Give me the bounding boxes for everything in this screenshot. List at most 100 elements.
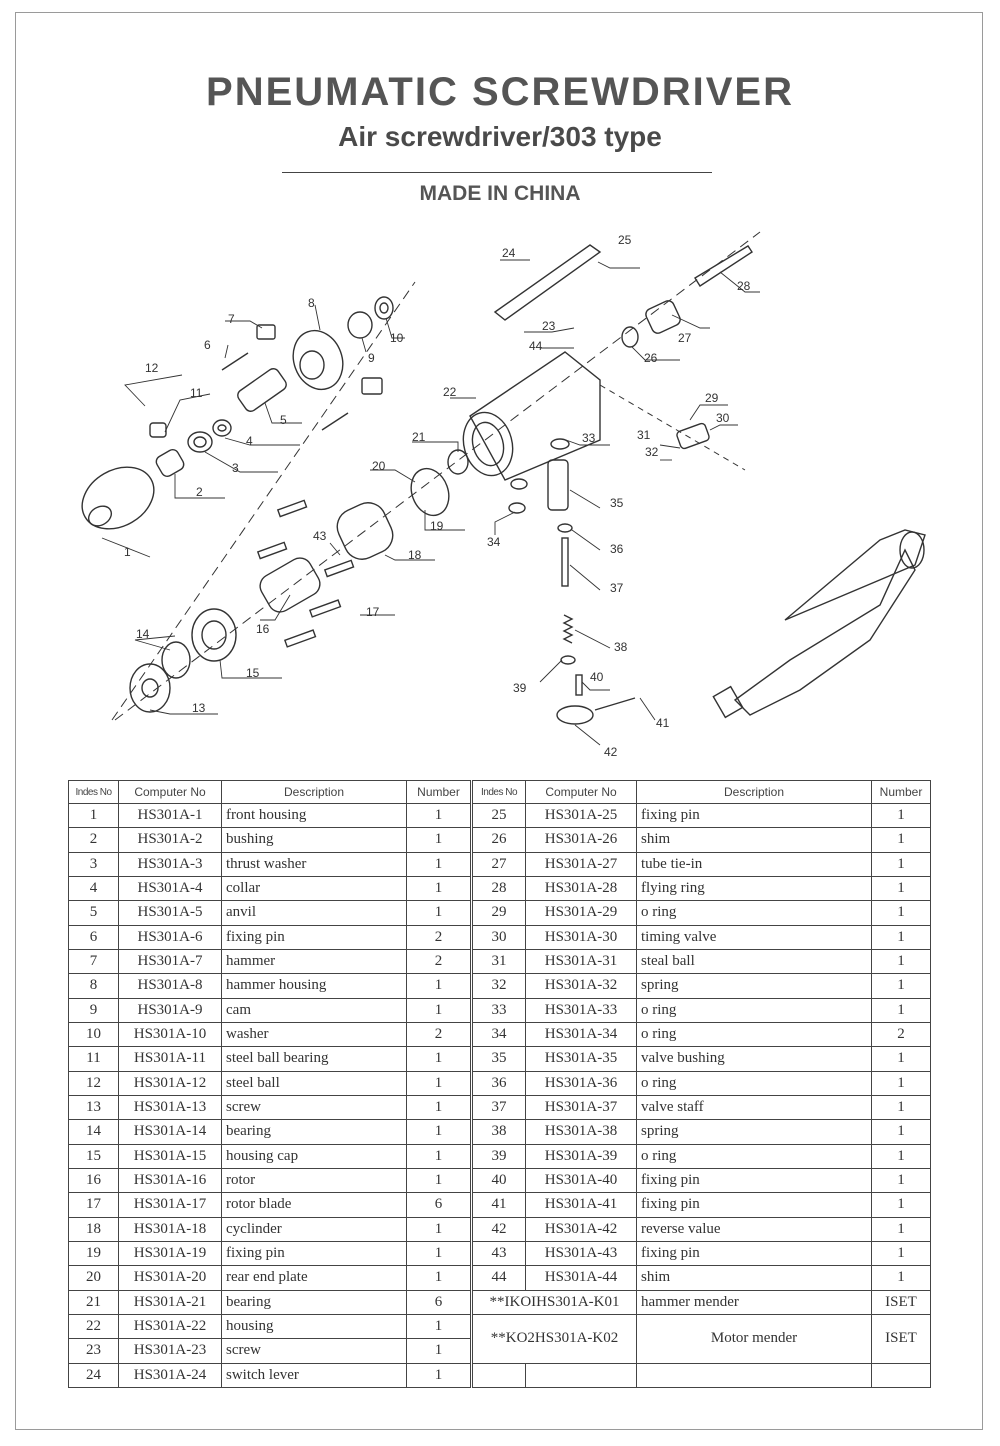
part-quantity: 1 bbox=[406, 1167, 473, 1194]
part-description: rotor blade bbox=[221, 1192, 407, 1218]
callout-26: 26 bbox=[644, 351, 658, 365]
empty-cell bbox=[871, 1362, 931, 1389]
part-code: HS301A-8 bbox=[118, 973, 222, 999]
part-quantity: 1 bbox=[871, 997, 931, 1023]
part-index: 23 bbox=[68, 1338, 119, 1364]
header-description-right: Description bbox=[636, 780, 872, 804]
part-index: 5 bbox=[68, 900, 119, 926]
part-index: 8 bbox=[68, 973, 119, 999]
part-description: fixing pin bbox=[636, 1192, 872, 1218]
part-index: 33 bbox=[471, 997, 526, 1023]
part-description: rear end plate bbox=[221, 1265, 407, 1291]
callout-7: 7 bbox=[228, 312, 235, 326]
part-index: 19 bbox=[68, 1240, 119, 1267]
part-description: shim bbox=[636, 827, 872, 853]
callout-23: 23 bbox=[542, 319, 556, 333]
part-description: housing cap bbox=[221, 1143, 407, 1169]
part-code: HS301A-6 bbox=[118, 924, 222, 950]
part-description: cyclinder bbox=[221, 1216, 407, 1242]
part-index: 9 bbox=[68, 997, 119, 1023]
callout-36: 36 bbox=[610, 542, 624, 556]
part-quantity: 1 bbox=[871, 875, 931, 902]
page-title: PNEUMATIC SCREWDRIVER bbox=[206, 70, 794, 114]
callout-18: 18 bbox=[408, 548, 422, 562]
part-code: HS301A-18 bbox=[118, 1216, 222, 1242]
part-description: front housing bbox=[221, 802, 407, 829]
part-code: HS301A-36 bbox=[525, 1070, 637, 1096]
callout-28: 28 bbox=[737, 279, 751, 293]
callout-5: 5 bbox=[280, 413, 287, 427]
part-index: 39 bbox=[471, 1143, 526, 1169]
part-quantity: 2 bbox=[406, 1021, 473, 1048]
part-description: collar bbox=[221, 875, 407, 902]
part-description: bushing bbox=[221, 827, 407, 853]
part-code: HS301A-30 bbox=[525, 924, 637, 950]
part-quantity: 1 bbox=[406, 875, 473, 902]
part-code: HS301A-41 bbox=[525, 1192, 637, 1218]
diagram-callout-labels: 1 2 3 4 5 6 7 8 9 10 11 12 13 14 15 16 1… bbox=[124, 233, 751, 759]
exploded-view-diagram: 1 2 3 4 5 6 7 8 9 10 11 12 13 14 15 16 1… bbox=[81, 231, 926, 759]
part-description: fixing pin bbox=[636, 1167, 872, 1194]
header-quantity-right: Number bbox=[871, 780, 931, 804]
kit-description: hammer mender bbox=[636, 1289, 872, 1315]
part-code: HS301A-34 bbox=[525, 1021, 637, 1048]
part-description: o ring bbox=[636, 900, 872, 926]
part-code: HS301A-26 bbox=[525, 827, 637, 853]
callout-35: 35 bbox=[610, 496, 624, 510]
part-code: HS301A-22 bbox=[118, 1313, 222, 1340]
part-index: 11 bbox=[68, 1046, 119, 1072]
part-description: steel ball bearing bbox=[221, 1046, 407, 1072]
part-quantity: 1 bbox=[406, 1313, 473, 1340]
part-description: fixing pin bbox=[636, 1240, 872, 1267]
part-quantity: 1 bbox=[871, 1046, 931, 1072]
part-code: HS301A-38 bbox=[525, 1119, 637, 1145]
part-index: 1 bbox=[68, 802, 119, 829]
header-quantity-left: Number bbox=[406, 780, 473, 804]
part-quantity: 1 bbox=[406, 1265, 473, 1291]
part-code: HS301A-28 bbox=[525, 875, 637, 902]
part-quantity: 1 bbox=[406, 1240, 473, 1267]
part-description: anvil bbox=[221, 900, 407, 926]
part-quantity: 1 bbox=[406, 1094, 473, 1121]
header-index-right: Indes No bbox=[471, 780, 526, 804]
header-index-left: Indes No bbox=[68, 780, 119, 804]
header-code-left: Computer No bbox=[118, 780, 222, 804]
part-description: o ring bbox=[636, 1021, 872, 1048]
part-index: 6 bbox=[68, 924, 119, 950]
part-description: fixing pin bbox=[221, 1240, 407, 1267]
part-quantity: 6 bbox=[406, 1192, 473, 1218]
part-code: HS301A-33 bbox=[525, 997, 637, 1023]
part-code: HS301A-40 bbox=[525, 1167, 637, 1194]
empty-cell bbox=[636, 1362, 872, 1389]
part-index: 41 bbox=[471, 1192, 526, 1218]
kit-code: **IKOIHS301A-K01 bbox=[471, 1289, 637, 1315]
part-description: bearing bbox=[221, 1289, 407, 1315]
callout-1: 1 bbox=[124, 545, 131, 559]
callout-10: 10 bbox=[390, 331, 404, 345]
part-code: HS301A-1 bbox=[118, 802, 222, 829]
page-subtitle: Air screwdriver/303 type bbox=[338, 121, 662, 152]
part-quantity: 1 bbox=[406, 802, 473, 829]
part-index: 14 bbox=[68, 1119, 119, 1145]
part-description: tube tie-in bbox=[636, 851, 872, 877]
part-quantity: 1 bbox=[406, 1362, 473, 1389]
part-index: 10 bbox=[68, 1021, 119, 1048]
part-index: 2 bbox=[68, 827, 119, 853]
part-quantity: 1 bbox=[871, 1119, 931, 1145]
part-index: 43 bbox=[471, 1240, 526, 1267]
part-index: 35 bbox=[471, 1046, 526, 1072]
part-quantity: 1 bbox=[406, 1143, 473, 1169]
